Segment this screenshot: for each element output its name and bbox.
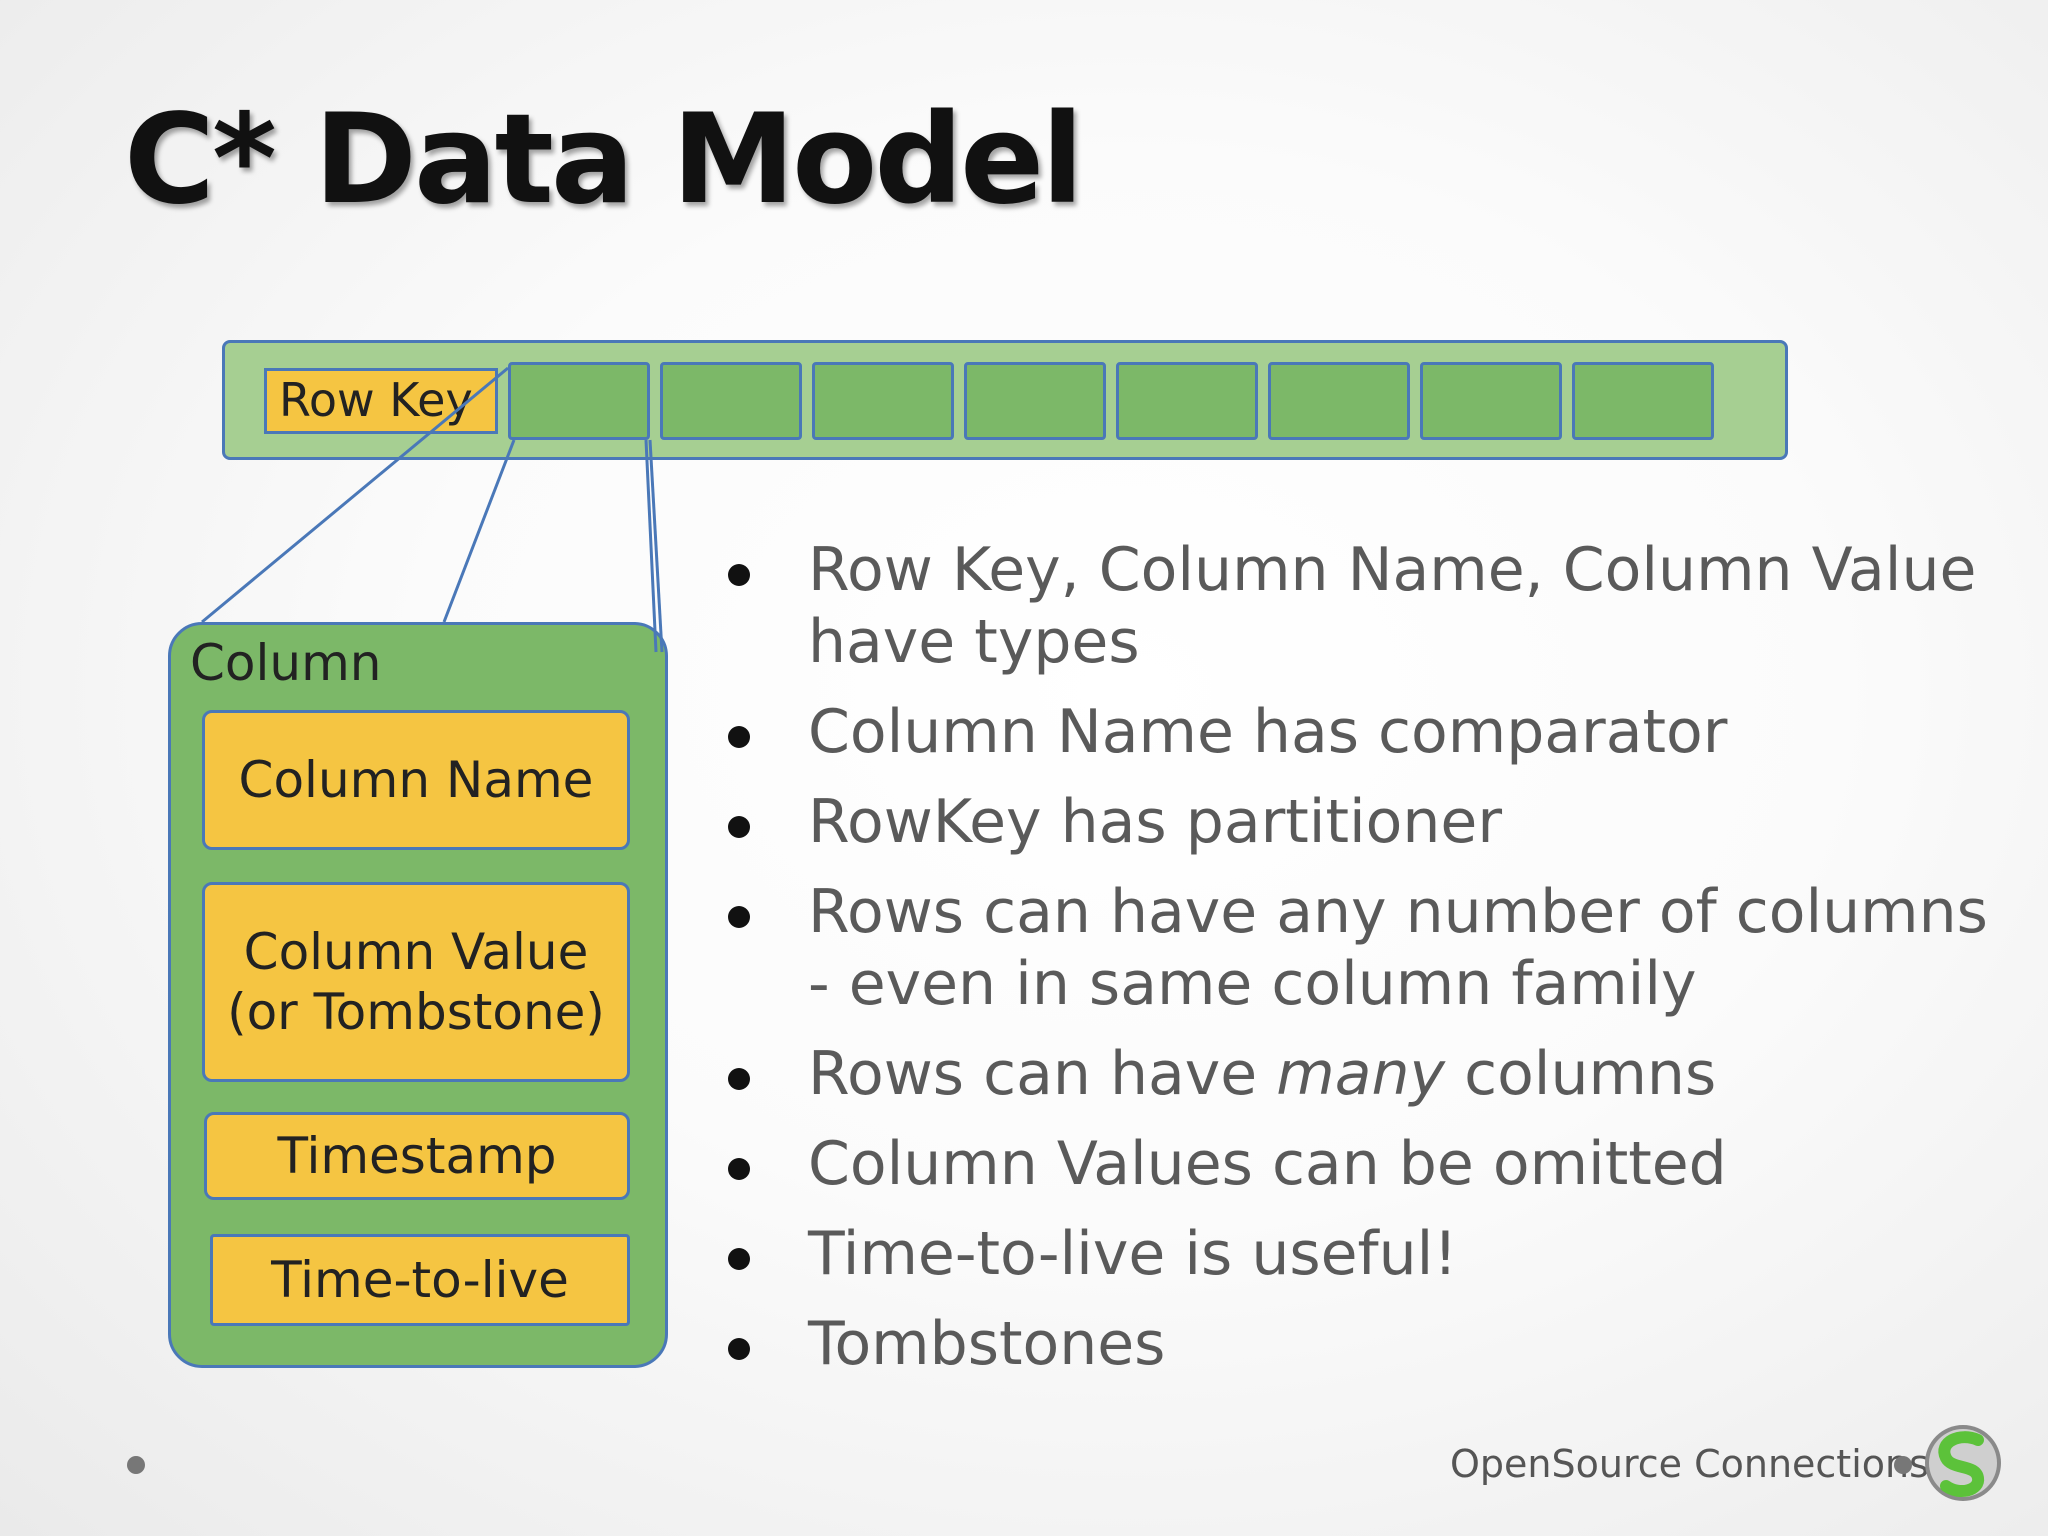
bullet-item: RowKey has partitioner bbox=[720, 786, 2020, 858]
column-value-text: Column Value bbox=[243, 923, 589, 981]
bullet-item: Tombstones bbox=[720, 1308, 2020, 1380]
ttl-text: Time-to-live bbox=[271, 1251, 569, 1309]
timestamp-text: Timestamp bbox=[277, 1127, 557, 1185]
bullet-item: Column Name has comparator bbox=[720, 696, 2020, 768]
column-name-text: Column Name bbox=[238, 751, 594, 809]
bullet-icon bbox=[728, 906, 750, 928]
bullet-icon bbox=[728, 1158, 750, 1180]
timestamp-field: Timestamp bbox=[204, 1112, 630, 1200]
footer-brand: OpenSource Connections bbox=[1450, 1442, 1929, 1486]
connector-line bbox=[644, 439, 658, 653]
column-name-field: Column Name bbox=[202, 710, 630, 850]
column-cell bbox=[1420, 362, 1562, 440]
connector-line bbox=[442, 439, 516, 623]
bullet-item: Row Key, Column Name, Column Value have … bbox=[720, 534, 2020, 678]
column-label: Column bbox=[190, 634, 382, 692]
bullet-icon bbox=[728, 1338, 750, 1360]
bullet-icon bbox=[728, 1068, 750, 1090]
bullet-icon bbox=[728, 1248, 750, 1270]
bullet-item: Rows can have many columns bbox=[720, 1038, 2020, 1110]
bullet-item: Column Values can be omitted bbox=[720, 1128, 2020, 1200]
opensource-connections-logo-icon bbox=[1925, 1425, 2001, 1501]
bullet-item: Rows can have any number of columns - ev… bbox=[720, 876, 2020, 1020]
bullet-icon bbox=[728, 726, 750, 748]
bullet-icon bbox=[728, 564, 750, 586]
emphasis-many: many bbox=[1276, 1039, 1446, 1109]
column-cell bbox=[660, 362, 802, 440]
column-cell bbox=[812, 362, 954, 440]
column-cell bbox=[1268, 362, 1410, 440]
footer-dot bbox=[1894, 1456, 1912, 1474]
tombstone-text: (or Tombstone) bbox=[227, 983, 605, 1041]
row-key-box: Row Key bbox=[264, 368, 498, 434]
column-cell bbox=[1572, 362, 1714, 440]
bullet-icon bbox=[728, 816, 750, 838]
bullet-list: Row Key, Column Name, Column Value have … bbox=[720, 534, 2020, 1398]
connector-line bbox=[201, 366, 509, 624]
footer-dot bbox=[127, 1456, 145, 1474]
column-cell bbox=[1116, 362, 1258, 440]
slide-title: C* Data Model bbox=[124, 88, 1084, 232]
connector-line bbox=[648, 439, 664, 653]
column-cell bbox=[964, 362, 1106, 440]
bullet-item: Time-to-live is useful! bbox=[720, 1218, 2020, 1290]
column-value-field: Column Value (or Tombstone) bbox=[202, 882, 630, 1082]
ttl-field: Time-to-live bbox=[210, 1234, 630, 1326]
column-cell bbox=[508, 362, 650, 440]
